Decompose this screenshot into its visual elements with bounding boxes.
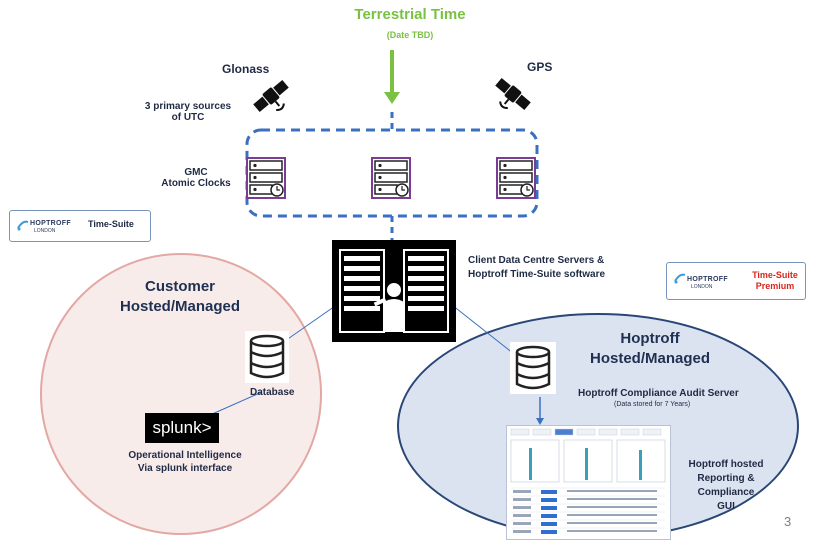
database-label: Database bbox=[250, 387, 295, 398]
hoptroff-logo-icon bbox=[674, 273, 686, 284]
hoptroff-brand: HOPTROFF bbox=[687, 276, 728, 283]
atomic-clock-icon-3 bbox=[496, 157, 536, 199]
client-servers-line2: Hoptroff Time-Suite software bbox=[468, 269, 606, 280]
customer-title-line1: Customer bbox=[144, 278, 215, 295]
atomic-clock-icon-2 bbox=[371, 157, 411, 199]
hoptroff-logo-icon bbox=[17, 220, 29, 231]
operational-intelligence-label: Operational Intelligence Via splunk inte… bbox=[110, 449, 260, 475]
gmc-label: GMC Atomic Clocks bbox=[150, 167, 242, 189]
hoptroff-london: LONDON bbox=[34, 228, 56, 234]
primary-sources-line2: of UTC bbox=[171, 112, 205, 123]
splunk-logo: splunk> bbox=[145, 413, 219, 443]
hoptroff-brand: HOPTROFF bbox=[30, 220, 71, 227]
client-servers-label: Client Data Centre Servers & Hoptroff Ti… bbox=[468, 254, 605, 282]
hoptroff-london: LONDON bbox=[691, 284, 713, 290]
customer-title: Customer Hosted/Managed bbox=[110, 277, 250, 317]
time-suite-premium-product: Time-Suite Premium bbox=[747, 270, 803, 292]
premium-line1: Time-Suite bbox=[752, 270, 798, 280]
gui-line1: Hoptroff hosted bbox=[688, 459, 764, 470]
glonass-label: Glonass bbox=[222, 62, 270, 76]
gui-line3: GUI bbox=[717, 501, 735, 512]
audit-server-retention: (Data stored for 7 Years) bbox=[614, 401, 691, 408]
terrestrial-time-title: Terrestrial Time bbox=[354, 6, 466, 23]
customer-hosted-circle bbox=[40, 253, 322, 535]
hoptroff-title-line2: Hosted/Managed bbox=[590, 350, 711, 367]
gui-thumbnail-graphic bbox=[507, 426, 670, 539]
premium-line2: Premium bbox=[755, 281, 795, 291]
time-suite-logo-box: HOPTROFF LONDON Time-Suite bbox=[9, 210, 151, 242]
gmc-line2: Atomic Clocks bbox=[161, 178, 231, 189]
audit-server-label: Hoptroff Compliance Audit Server bbox=[578, 388, 739, 399]
page-number: 3 bbox=[784, 514, 792, 529]
reporting-gui-label: Hoptroff hosted Reporting & Compliance G… bbox=[668, 458, 784, 514]
glonass-satellite-icon bbox=[253, 79, 289, 113]
opint-line1: Operational Intelligence bbox=[128, 450, 242, 461]
gmc-line1: GMC bbox=[184, 167, 208, 178]
atomic-clock-icon-1 bbox=[246, 157, 286, 199]
gui-line2: Reporting & Compliance bbox=[697, 473, 755, 498]
time-suite-product: Time-Suite bbox=[88, 219, 134, 229]
primary-sources-line1: 3 primary sources bbox=[144, 101, 232, 112]
time-suite-premium-logo-box: HOPTROFF LONDON Time-Suite Premium bbox=[666, 262, 806, 300]
terrestrial-arrow-head bbox=[384, 92, 400, 104]
gps-satellite-icon bbox=[495, 77, 531, 111]
hoptroff-title: Hoptroff Hosted/Managed bbox=[590, 329, 710, 369]
primary-sources-label: 3 primary sources of UTC bbox=[128, 101, 248, 123]
database-icon bbox=[249, 334, 285, 379]
database-to-splunk-line bbox=[209, 391, 263, 416]
terrestrial-time-date: (Date TBD) bbox=[386, 30, 434, 40]
data-centre-server-icon bbox=[332, 240, 456, 342]
opint-line2: Via splunk interface bbox=[137, 463, 233, 474]
audit-to-gui-arrowhead bbox=[536, 418, 544, 425]
reporting-gui-thumbnail bbox=[506, 425, 671, 540]
gps-label: GPS bbox=[527, 60, 553, 74]
audit-server-database-icon bbox=[515, 345, 551, 390]
client-servers-line1: Client Data Centre Servers & bbox=[468, 255, 605, 266]
hoptroff-title-line1: Hoptroff bbox=[620, 330, 680, 347]
customer-title-line2: Hosted/Managed bbox=[119, 298, 240, 315]
